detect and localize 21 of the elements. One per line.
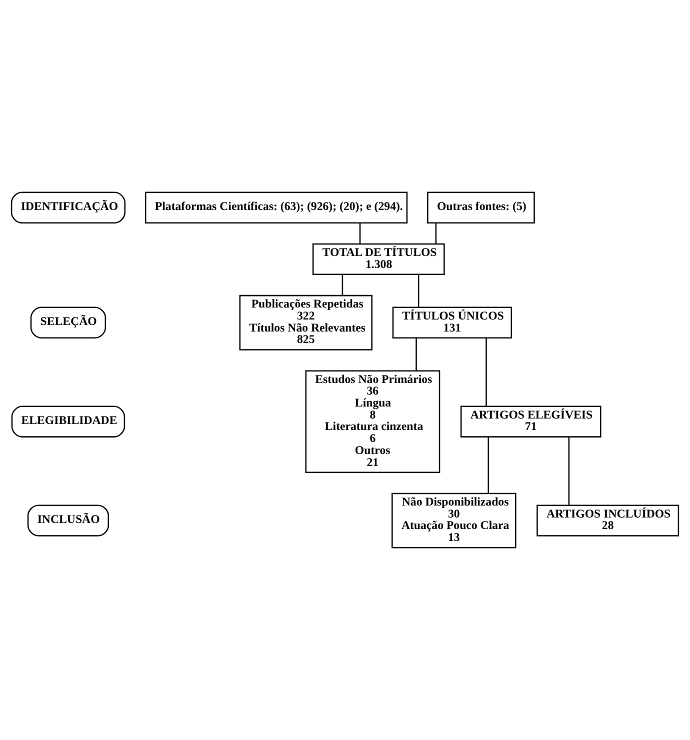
node-box: TÍTULOS ÚNICOS 131 [392, 306, 512, 338]
connector [416, 338, 417, 371]
node-box: IDENTIFICAÇÃO [10, 192, 126, 224]
node-box: Publicações Repetidas 322 Títulos Não Relevantes 825 [239, 294, 372, 350]
connector [568, 436, 570, 506]
node-box: TOTAL DE TÍTULOS 1.308 [312, 243, 445, 276]
node-box: Não Disponibilizados 30 Atuação Pouco Clara 13 [392, 492, 516, 548]
node-box: ELEGIBILIDADE [11, 406, 126, 438]
connector [486, 338, 487, 406]
node-box: Estudos Não Primários 36 Língua 8 Literatura cinzenta 6 Outros 21 [305, 370, 440, 473]
node-box: Plataformas Científicas: (63); (926); (20); e (294). [144, 192, 408, 224]
node-box: SELEÇÃO [30, 306, 106, 338]
connector [435, 223, 437, 244]
node-box: Outras fontes: (5) [427, 192, 535, 224]
node-box: INCLUSÃO [27, 504, 110, 536]
node-box: ARTIGOS INCLUÍDOS 28 [536, 504, 680, 536]
connector [488, 436, 489, 494]
connector [418, 274, 420, 308]
connector [342, 274, 344, 296]
node-box: ARTIGOS ELEGÍVEIS 71 [460, 406, 602, 438]
connector [359, 223, 361, 244]
